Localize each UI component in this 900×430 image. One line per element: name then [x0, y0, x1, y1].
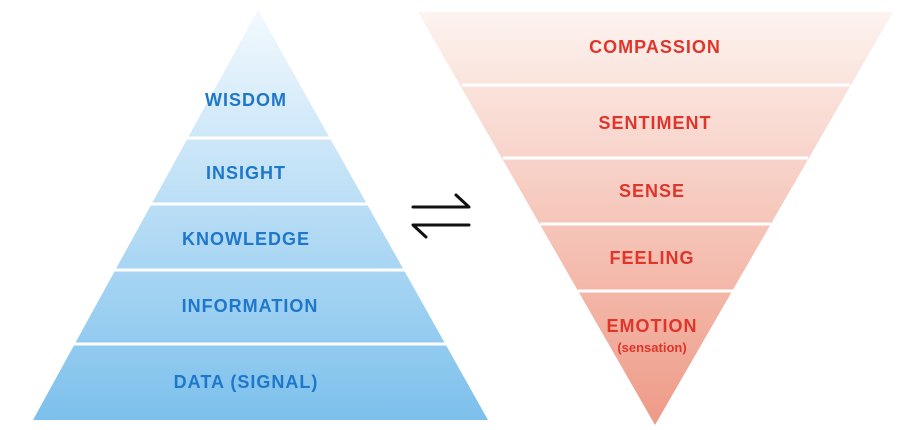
knowledge-pyramid: WISDOM INSIGHT KNOWLEDGE INFORMATION DAT… — [33, 10, 488, 420]
inverted-pyramid-level-emotion-sublabel: (sensation) — [617, 340, 686, 355]
pyramid-body — [33, 10, 488, 420]
inverted-pyramid-level-emotion: EMOTION — [607, 316, 698, 336]
equilibrium-arrows-icon — [411, 193, 471, 239]
pyramid-level-knowledge: KNOWLEDGE — [182, 229, 310, 249]
inverted-pyramid-level-sentiment: SENTIMENT — [598, 113, 711, 133]
emotion-inverted-pyramid: COMPASSION SENTIMENT SENSE FEELING EMOTI… — [418, 12, 893, 425]
pyramid-level-data: DATA (SIGNAL) — [174, 372, 319, 392]
inverted-pyramid-level-feeling: FEELING — [609, 248, 694, 268]
pyramid-level-insight: INSIGHT — [206, 163, 286, 183]
inverted-pyramid-level-sense: SENSE — [619, 181, 685, 201]
inverted-pyramid-body — [418, 12, 893, 425]
inverted-pyramid-level-compassion: COMPASSION — [589, 37, 721, 57]
pyramid-level-information: INFORMATION — [182, 296, 319, 316]
pyramid-level-wisdom: WISDOM — [205, 90, 287, 110]
